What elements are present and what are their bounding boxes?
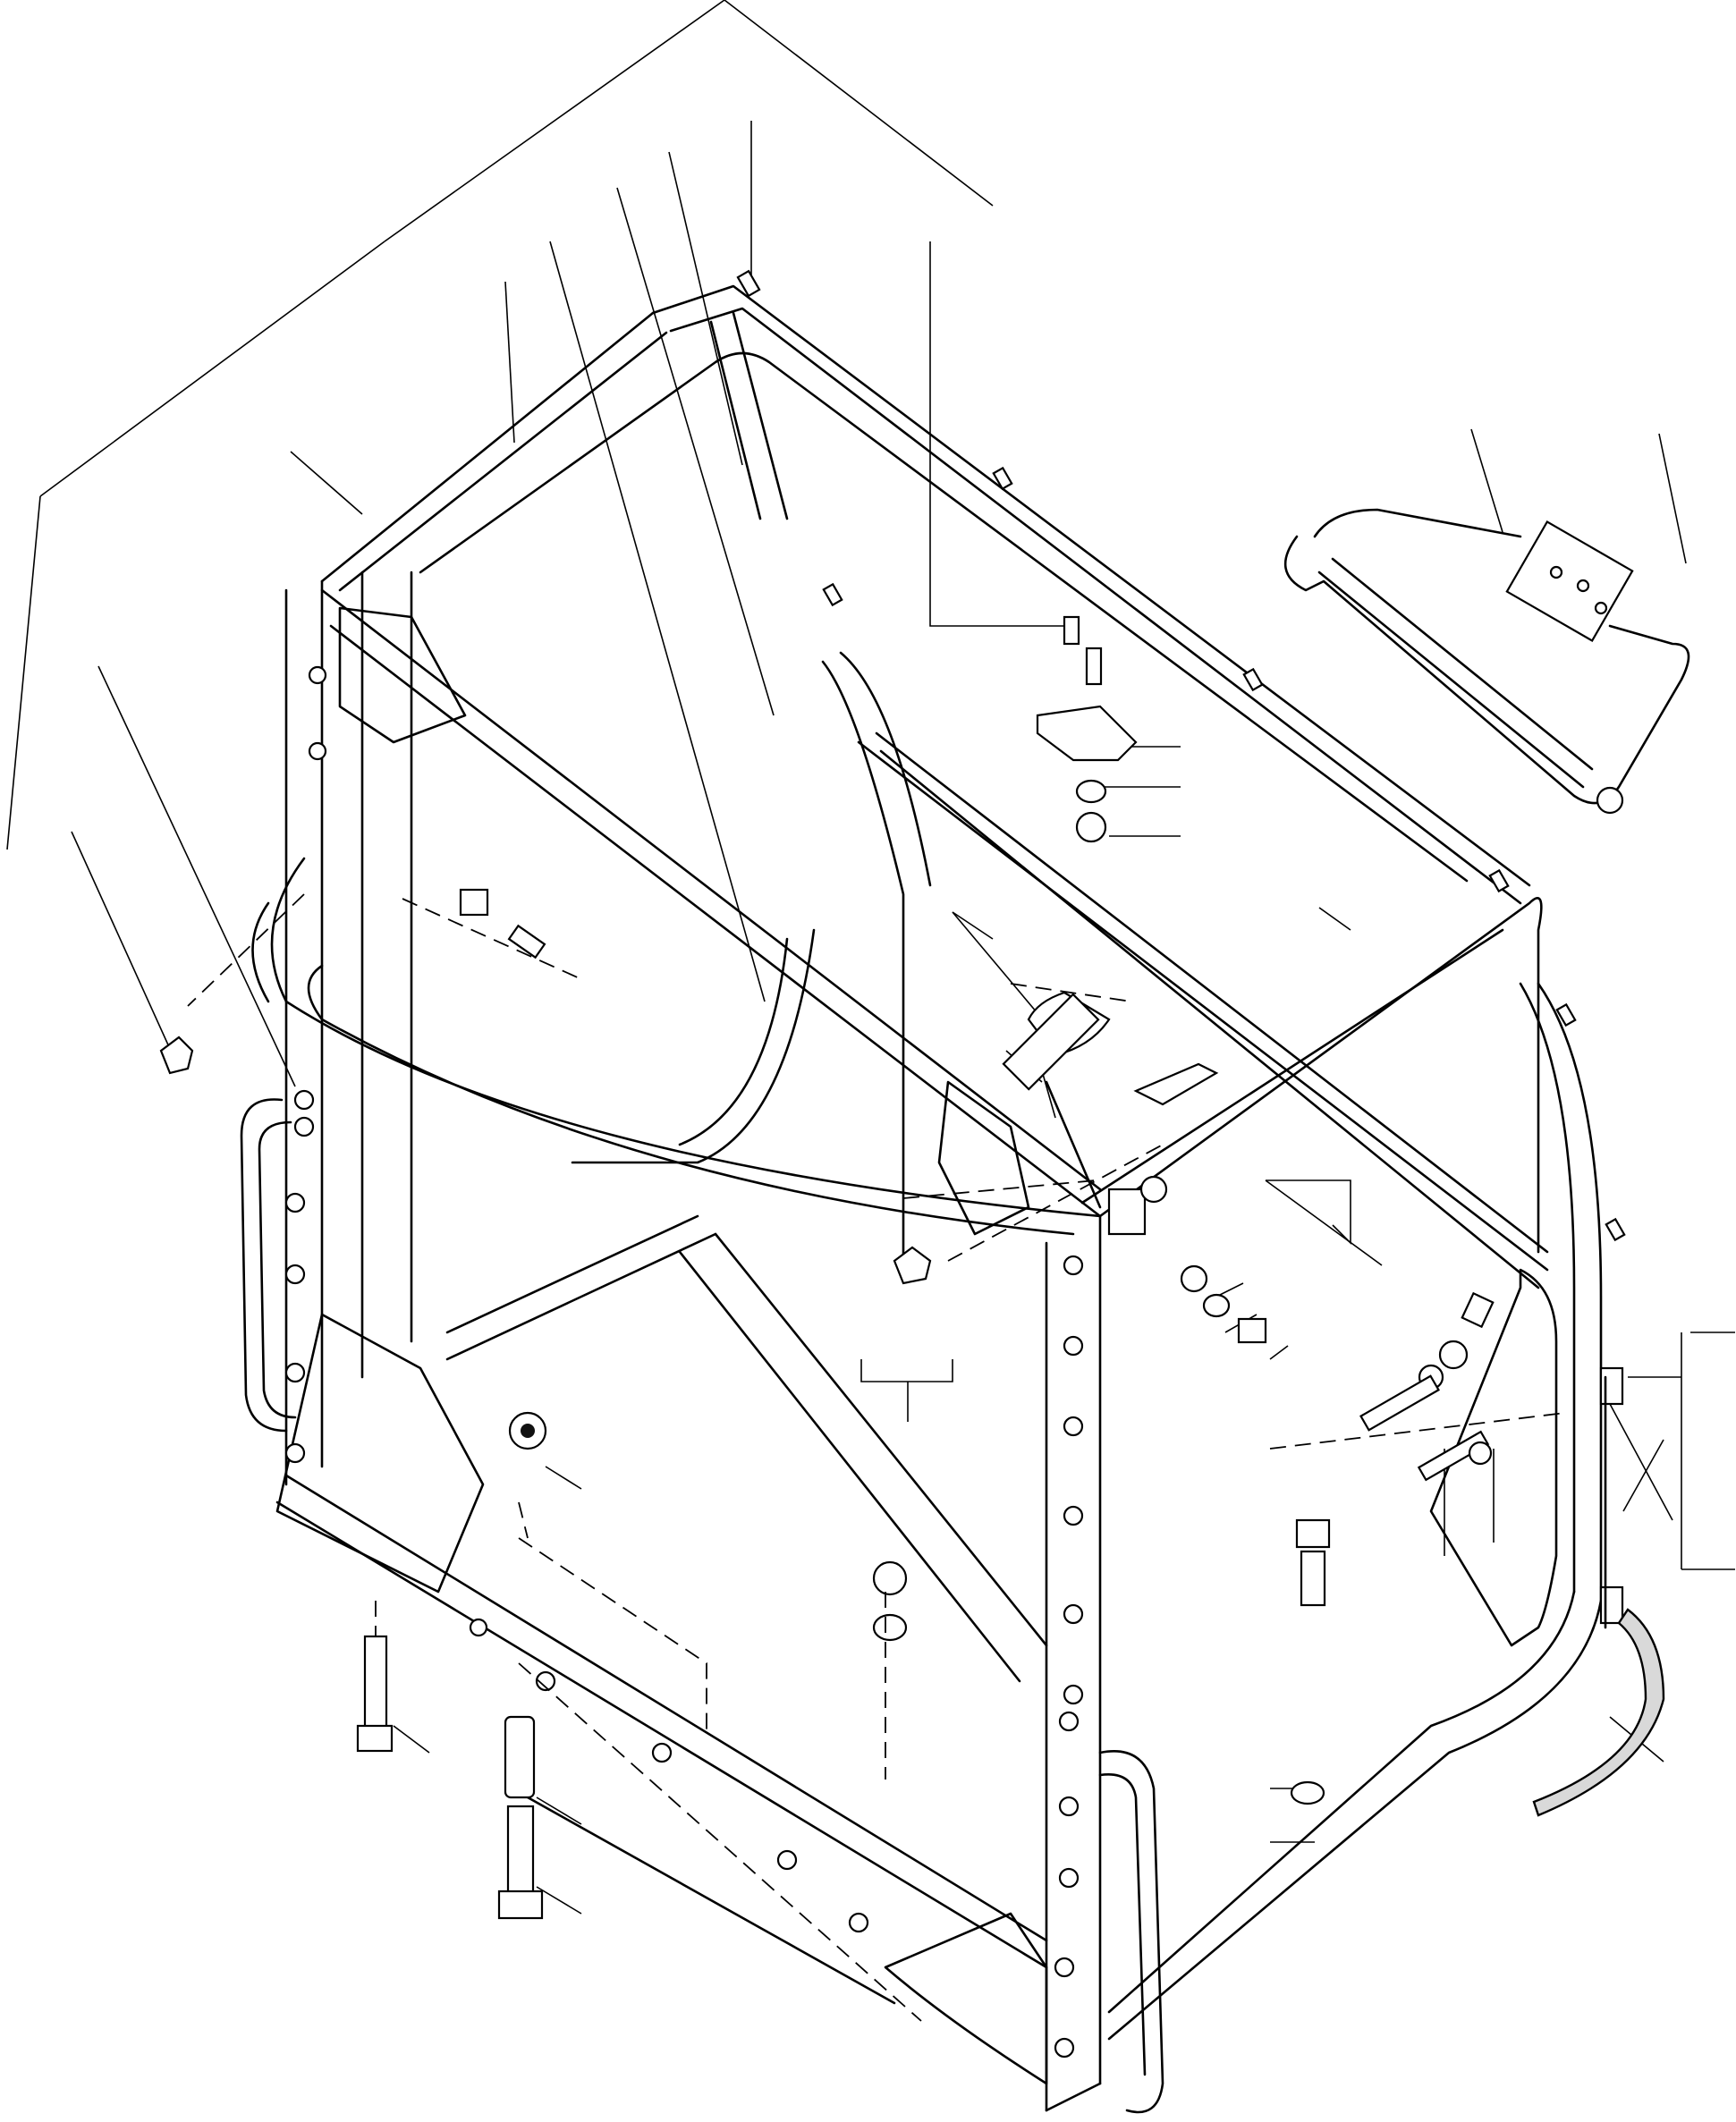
lower-left-loose-parts	[356, 1635, 544, 1920]
right-hinge-assembly	[1599, 1366, 1624, 1629]
front-post-bolts	[1054, 1255, 1084, 2059]
detached-grab-handle	[1283, 508, 1690, 815]
leader-lines	[6, 0, 1735, 1915]
seal-strip-body	[1532, 1608, 1665, 1817]
top-rail-studs	[736, 269, 1626, 1242]
weather-seal-strip	[1532, 1608, 1665, 1817]
bottom-rail-bolts	[469, 1618, 869, 1933]
center-pin	[1002, 993, 1168, 1236]
grab-handles	[240, 508, 1690, 2114]
assembly-dash-lines	[187, 893, 1566, 2022]
left-row-bolts	[284, 665, 327, 1464]
cab-frame	[251, 284, 1603, 2112]
center-hex-nut	[508, 1246, 932, 1642]
left-hex-nut-bolt	[159, 888, 546, 1075]
front-corner-hardware	[1180, 1264, 1495, 1805]
fasteners	[159, 269, 1626, 2059]
